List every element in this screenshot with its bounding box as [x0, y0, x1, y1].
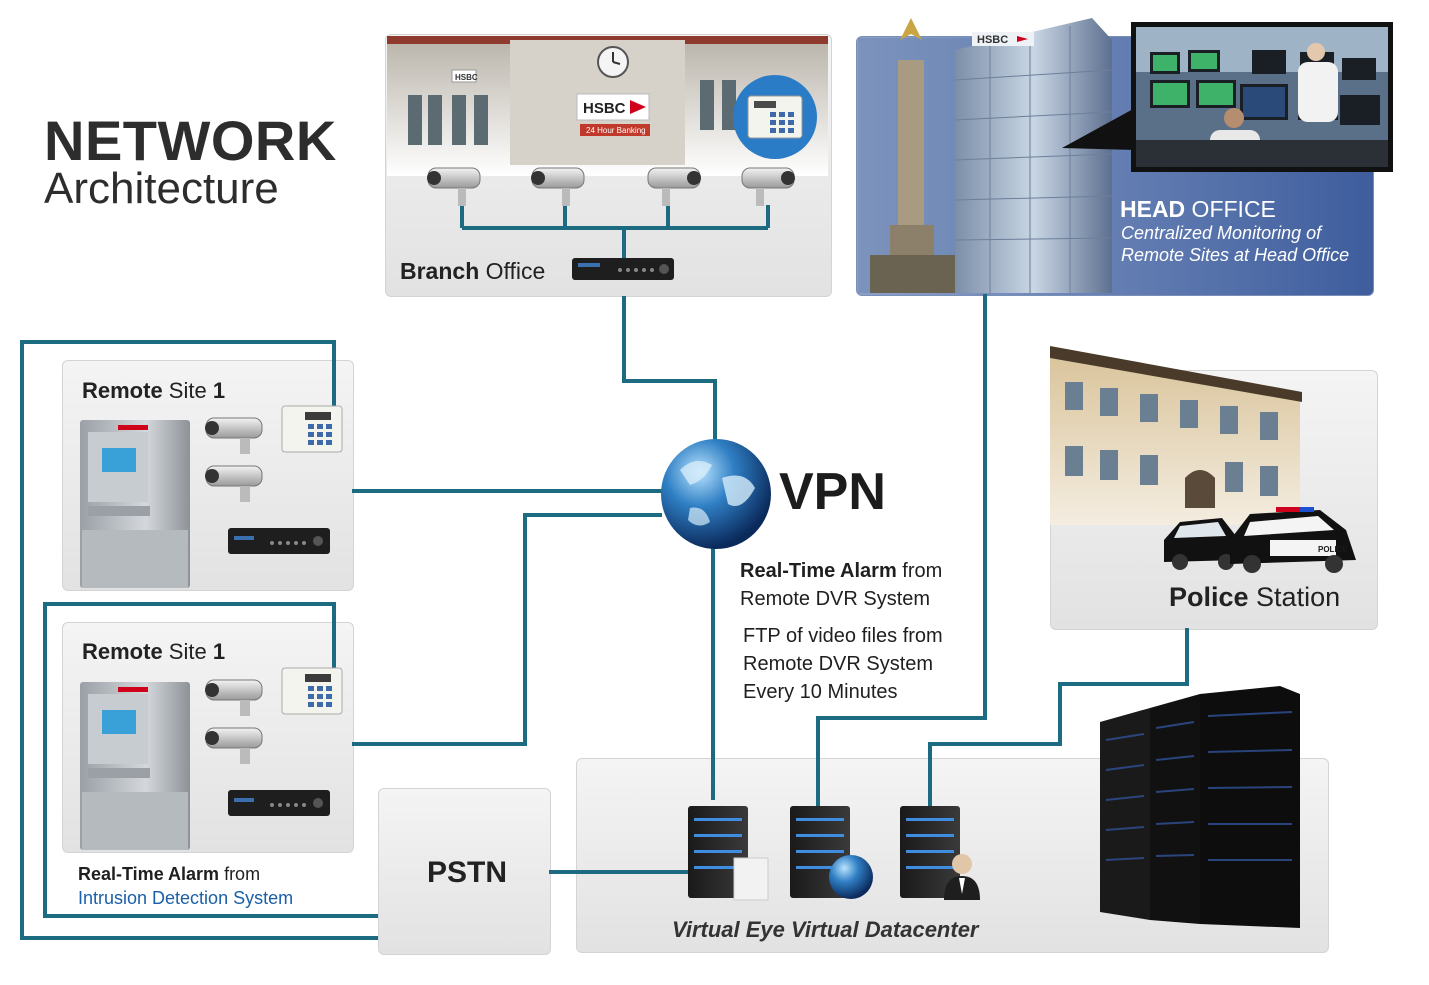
server-icon: [790, 806, 873, 899]
remote-site-1-label-num: 1: [212, 378, 226, 403]
branch-office-label: Branch Office: [400, 258, 545, 285]
intrusion-note-rest: from: [219, 864, 261, 884]
police-station-label-bold: Police: [1169, 582, 1249, 612]
branch-office-label-bold: Branch: [400, 258, 480, 284]
vpn-ftp-note-line1: FTP of video files from: [743, 625, 943, 647]
document-icon: [733, 857, 769, 901]
security-camera-icon: [205, 727, 263, 764]
head-office-label-rest: OFFICE: [1185, 196, 1276, 222]
alarm-keypad-icon: [733, 75, 817, 159]
server-icon: [900, 806, 980, 900]
title-architecture: Architecture: [44, 164, 279, 213]
tower-bank-sign: HSBC: [977, 34, 1008, 46]
remote-site-2-label-mid: Site: [162, 639, 213, 664]
wire-site2-vpn: [352, 513, 662, 746]
monitoring-room-image: [1062, 22, 1393, 172]
remote-site-1-equipment: [80, 405, 343, 588]
pstn-label: PSTN: [427, 856, 508, 889]
title-network: NETWORK: [44, 109, 337, 172]
pstn-panel: [378, 788, 551, 955]
svg-text:HSBC: HSBC: [455, 73, 478, 82]
head-office-label: HEAD OFFICE: [1120, 196, 1276, 223]
police-car-icon: POLICE: [1230, 507, 1356, 573]
police-station-label: Police Station: [1169, 582, 1340, 613]
remote-site-1-label-bold: Remote: [82, 378, 163, 403]
remote-site-2-label-num: 1: [212, 639, 226, 664]
police-car-badge: POLICE: [1318, 545, 1348, 554]
remote-site-2-label: Remote Site 1: [82, 639, 225, 665]
police-building-image: [1050, 346, 1302, 525]
wire-head-server: [816, 294, 987, 808]
angel-statue-icon: [900, 18, 922, 40]
security-camera-icon: [205, 417, 263, 454]
datacenter-label: Virtual Eye Virtual Datacenter: [672, 917, 979, 942]
intrusion-note-line2: Intrusion Detection System: [78, 888, 294, 908]
vpn-label: VPN: [779, 463, 886, 521]
head-office-caption-line1: Centralized Monitoring of: [1121, 223, 1322, 243]
alarm-panel-icon: [281, 405, 343, 453]
wire-branch-vpn: [622, 296, 717, 440]
remote-site-2-equipment: [80, 667, 343, 850]
wire-alarm2-pstn: [43, 602, 378, 918]
branch-office-label-rest: Office: [479, 258, 546, 284]
security-camera-icon: [205, 465, 263, 502]
head-office-image: HSBC: [858, 18, 1113, 293]
vpn-globe-icon: [661, 439, 771, 549]
branch-dvr-icon: [572, 258, 674, 280]
vpn-alarm-note-line2: Remote DVR System: [740, 588, 931, 610]
branch-bank-sub: 24 Hour Banking: [586, 126, 646, 135]
intrusion-note: Real-Time Alarm from Intrusion Detection…: [78, 862, 293, 910]
alarm-panel-icon: [281, 667, 343, 715]
head-office-label-bold: HEAD: [1120, 196, 1186, 222]
remote-site-1-label-mid: Site: [162, 378, 213, 403]
remote-site-1-label: Remote Site 1: [82, 378, 225, 404]
police-station-label-rest: Station: [1248, 582, 1341, 612]
vpn-alarm-note-bold: Real-Time Alarm: [740, 560, 897, 582]
branch-camera-icons: [427, 167, 795, 206]
branch-bank-sign: HSBC: [583, 100, 626, 117]
dvr-icon: [228, 528, 330, 554]
police-car-icon: [1164, 518, 1240, 570]
server-rack-icon: [1100, 686, 1300, 928]
vpn-ftp-note-line3: Every 10 Minutes: [743, 681, 898, 703]
wire-alarm1-pstn: [20, 340, 378, 940]
head-office-caption: Centralized Monitoring of Remote Sites a…: [1121, 222, 1349, 266]
head-office-caption-line2: Remote Sites at Head Office: [1121, 245, 1350, 265]
administrator-icon: [944, 854, 980, 900]
globe-icon: [829, 855, 873, 899]
intrusion-note-bold: Real-Time Alarm: [78, 864, 220, 884]
remote-site-2-label-bold: Remote: [82, 639, 163, 664]
server-icon: [688, 806, 769, 901]
vpn-ftp-note: FTP of video files from Remote DVR Syste…: [743, 622, 943, 706]
wire-police-server: [928, 628, 1189, 808]
connection-lines: [20, 115, 1189, 940]
security-camera-icon: [205, 679, 263, 716]
vpn-alarm-note-rest: from: [896, 560, 943, 582]
dvr-icon: [228, 790, 330, 816]
vpn-ftp-note-line2: Remote DVR System: [743, 653, 934, 675]
vpn-alarm-note: Real-Time Alarm from Remote DVR System: [740, 557, 942, 613]
